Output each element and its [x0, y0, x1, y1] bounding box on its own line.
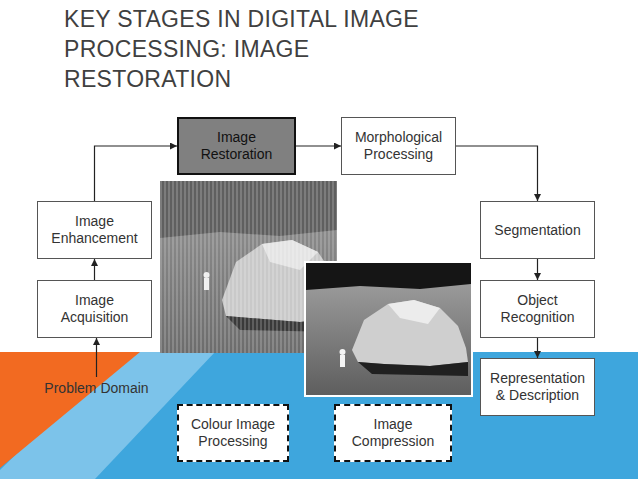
- stage-label: Colour Image Processing: [185, 416, 281, 450]
- photo-astronaut: [340, 355, 345, 367]
- stage-box: Segmentation: [480, 201, 595, 259]
- stage-box: Image Enhancement: [37, 201, 152, 259]
- slide-title: KEY STAGES IN DIGITAL IMAGE PROCESSING: …: [64, 4, 464, 94]
- stage-box: Morphological Processing: [341, 117, 456, 175]
- flow-arrow: [296, 145, 341, 146]
- side-stage-box: Image Compression: [334, 404, 452, 462]
- active-stage-box: Image Restoration: [177, 117, 296, 175]
- stage-label: Image Enhancement: [44, 213, 145, 247]
- photo-frame: [304, 261, 473, 397]
- stage-box: Object Recognition: [480, 280, 595, 338]
- stage-label: Image Restoration: [185, 129, 288, 163]
- stage-label: Object Recognition: [487, 292, 588, 326]
- photo-ground: [306, 284, 471, 395]
- stage-label: Image Compression: [342, 416, 444, 450]
- orange-triangle: [0, 352, 140, 468]
- flow-arrow: [94, 259, 95, 280]
- stage-box: Representation & Description: [480, 358, 595, 416]
- stage-label: Morphological Processing: [348, 129, 449, 163]
- photo-sky: [306, 263, 471, 395]
- start-label: Problem Domain: [37, 377, 156, 399]
- stage-label: Problem Domain: [44, 380, 148, 397]
- stage-label: Representation & Description: [487, 370, 588, 404]
- stage-box: Image Acquisition: [37, 280, 152, 338]
- stage-label: Segmentation: [494, 222, 580, 239]
- flow-arrow: [96, 338, 97, 377]
- photo-astronaut-head: [340, 349, 346, 355]
- photo-rock: [352, 300, 468, 366]
- stage-label: Image Acquisition: [44, 292, 145, 326]
- flow-arrow: [537, 338, 538, 358]
- photo-rock-light: [388, 300, 440, 324]
- flow-arrow: [456, 146, 538, 201]
- flow-arrow: [95, 146, 178, 201]
- side-stage-box: Colour Image Processing: [177, 404, 289, 462]
- restored-photo: [304, 261, 473, 397]
- photo-rock-shadow: [358, 362, 468, 376]
- flow-arrow: [537, 259, 538, 280]
